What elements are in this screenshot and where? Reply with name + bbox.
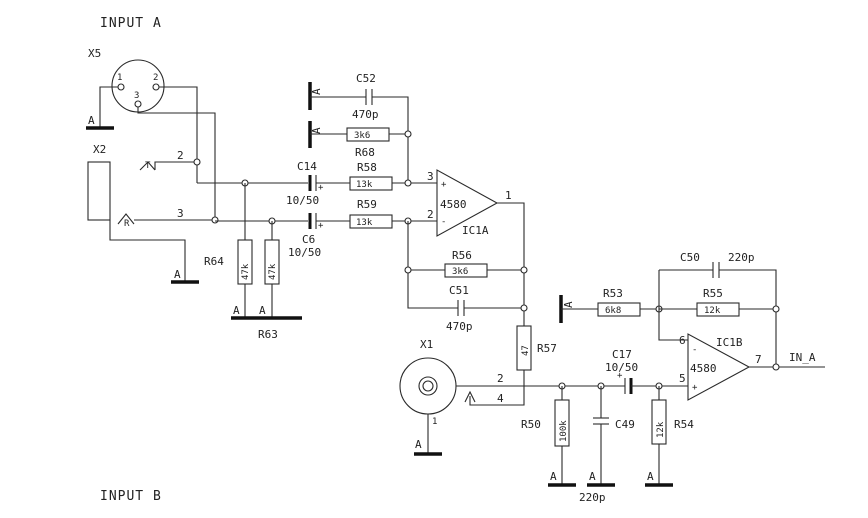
r63-ref: R63	[258, 328, 278, 341]
ground-label-r50: A	[550, 470, 557, 483]
r55-value: 12k	[704, 306, 721, 316]
ground-label-c52: A	[310, 88, 323, 95]
x1-pin4: 4	[497, 392, 504, 405]
x2-pin-r: 3	[177, 207, 184, 220]
x5-pin2: 2	[153, 73, 158, 83]
capacitor-c17: + C17 10/50	[605, 348, 638, 394]
r54-value: 12k	[656, 421, 666, 438]
ground-label-r53: A	[562, 301, 575, 308]
c17-value: 10/50	[605, 361, 638, 374]
r64-ref: R64	[204, 255, 224, 268]
ground-label-r54: A	[647, 470, 654, 483]
opamp-ic1a: 4580 IC1A + - 3 2 1	[427, 169, 512, 237]
ground-label-x2: A	[174, 268, 181, 281]
r53-value: 6k8	[605, 306, 621, 316]
x5-ref: X5	[88, 47, 101, 60]
ic1a-ref: IC1A	[462, 224, 489, 237]
r59-ref: R59	[357, 198, 377, 211]
r56-value: 3k6	[452, 267, 468, 277]
x1-pin1: 1	[432, 417, 437, 427]
c6-ref: C6	[302, 233, 315, 246]
ic1a-pin-out: 1	[505, 189, 512, 202]
x1-ref: X1	[420, 338, 433, 351]
ground-label-r64: A	[233, 304, 240, 317]
ic1b-part: 4580	[690, 362, 717, 375]
r68-value: 3k6	[354, 131, 370, 141]
c14-value: 10/50	[286, 194, 319, 207]
ic1b-pin-out: 7	[755, 353, 762, 366]
input-b-heading: INPUT B	[100, 489, 162, 504]
c51-ref: C51	[449, 284, 469, 297]
x2-tip-label: T	[145, 161, 151, 171]
r50-value: 100k	[559, 420, 569, 442]
c50-value: 220p	[728, 251, 755, 264]
r50-ref: R50	[521, 418, 541, 431]
output-net-label: IN_A	[789, 351, 816, 364]
r58-ref: R58	[357, 161, 377, 174]
connector-x2: X2 T 2 R 3	[87, 143, 215, 282]
ground-label-x5: A	[88, 114, 95, 127]
ic1b-pin-plus: 5	[679, 372, 686, 385]
capacitor-c50: C50 220p	[680, 251, 755, 278]
c49-value: 220p	[579, 491, 606, 504]
r55-ref: R55	[703, 287, 723, 300]
connector-x1: X1 1	[399, 338, 457, 427]
ic1a-plus-sign: +	[441, 180, 447, 190]
x5-pin3: 3	[134, 91, 139, 101]
ground-label-r68: A	[310, 127, 323, 134]
c17-ref: C17	[612, 348, 632, 361]
ground-label-c49: A	[589, 470, 596, 483]
c52-ref: C52	[356, 72, 376, 85]
x2-ring-label: R	[124, 219, 130, 229]
c50-ref: C50	[680, 251, 700, 264]
r58-value: 13k	[356, 180, 373, 190]
capacitor-c51: C51 470p	[446, 284, 473, 333]
c14-polarity: +	[318, 183, 324, 193]
r63-value: 47k	[268, 263, 278, 280]
ic1b-ref: IC1B	[716, 336, 743, 349]
ic1a-minus-sign: -	[441, 217, 446, 227]
ic1b-plus-sign: +	[692, 383, 698, 393]
x1-pin2: 2	[497, 372, 504, 385]
x2-pin-t: 2	[177, 149, 184, 162]
c17-polarity: +	[617, 371, 623, 381]
ic1a-pin-minus: 2	[427, 208, 434, 221]
opamp-ic1b: 4580 IC1B - + 6 5 7	[679, 333, 762, 401]
ic1a-part: 4580	[440, 198, 467, 211]
capacitor-c14: + C14 10/50	[286, 160, 324, 207]
capacitor-c6: + C6 10/50	[288, 213, 324, 259]
c14-ref: C14	[297, 160, 317, 173]
x2-ref: X2	[93, 143, 106, 156]
r57-ref: R57	[537, 342, 557, 355]
c6-polarity: +	[318, 221, 324, 231]
c49-ref: C49	[615, 418, 635, 431]
r59-value: 13k	[356, 218, 373, 228]
r64-value: 47k	[241, 263, 251, 280]
capacitor-c49: C49 220p	[579, 417, 635, 504]
ground-label-r63: A	[259, 304, 266, 317]
x5-pin1: 1	[117, 73, 122, 83]
r53-ref: R53	[603, 287, 623, 300]
c52-value: 470p	[352, 108, 379, 121]
c6-value: 10/50	[288, 246, 321, 259]
r68-ref: R68	[355, 146, 375, 159]
input-a-heading: INPUT A	[100, 16, 162, 31]
connector-x5: X5 1 2 3	[88, 47, 165, 113]
ic1b-minus-sign: -	[692, 345, 697, 355]
ground-label-x1: A	[415, 438, 422, 451]
ic1a-pin-plus: 3	[427, 170, 434, 183]
c51-value: 470p	[446, 320, 473, 333]
r56-ref: R56	[452, 249, 472, 262]
capacitor-c52: C52 470p	[352, 72, 379, 121]
r54-ref: R54	[674, 418, 694, 431]
r57-value: 47	[521, 345, 531, 356]
